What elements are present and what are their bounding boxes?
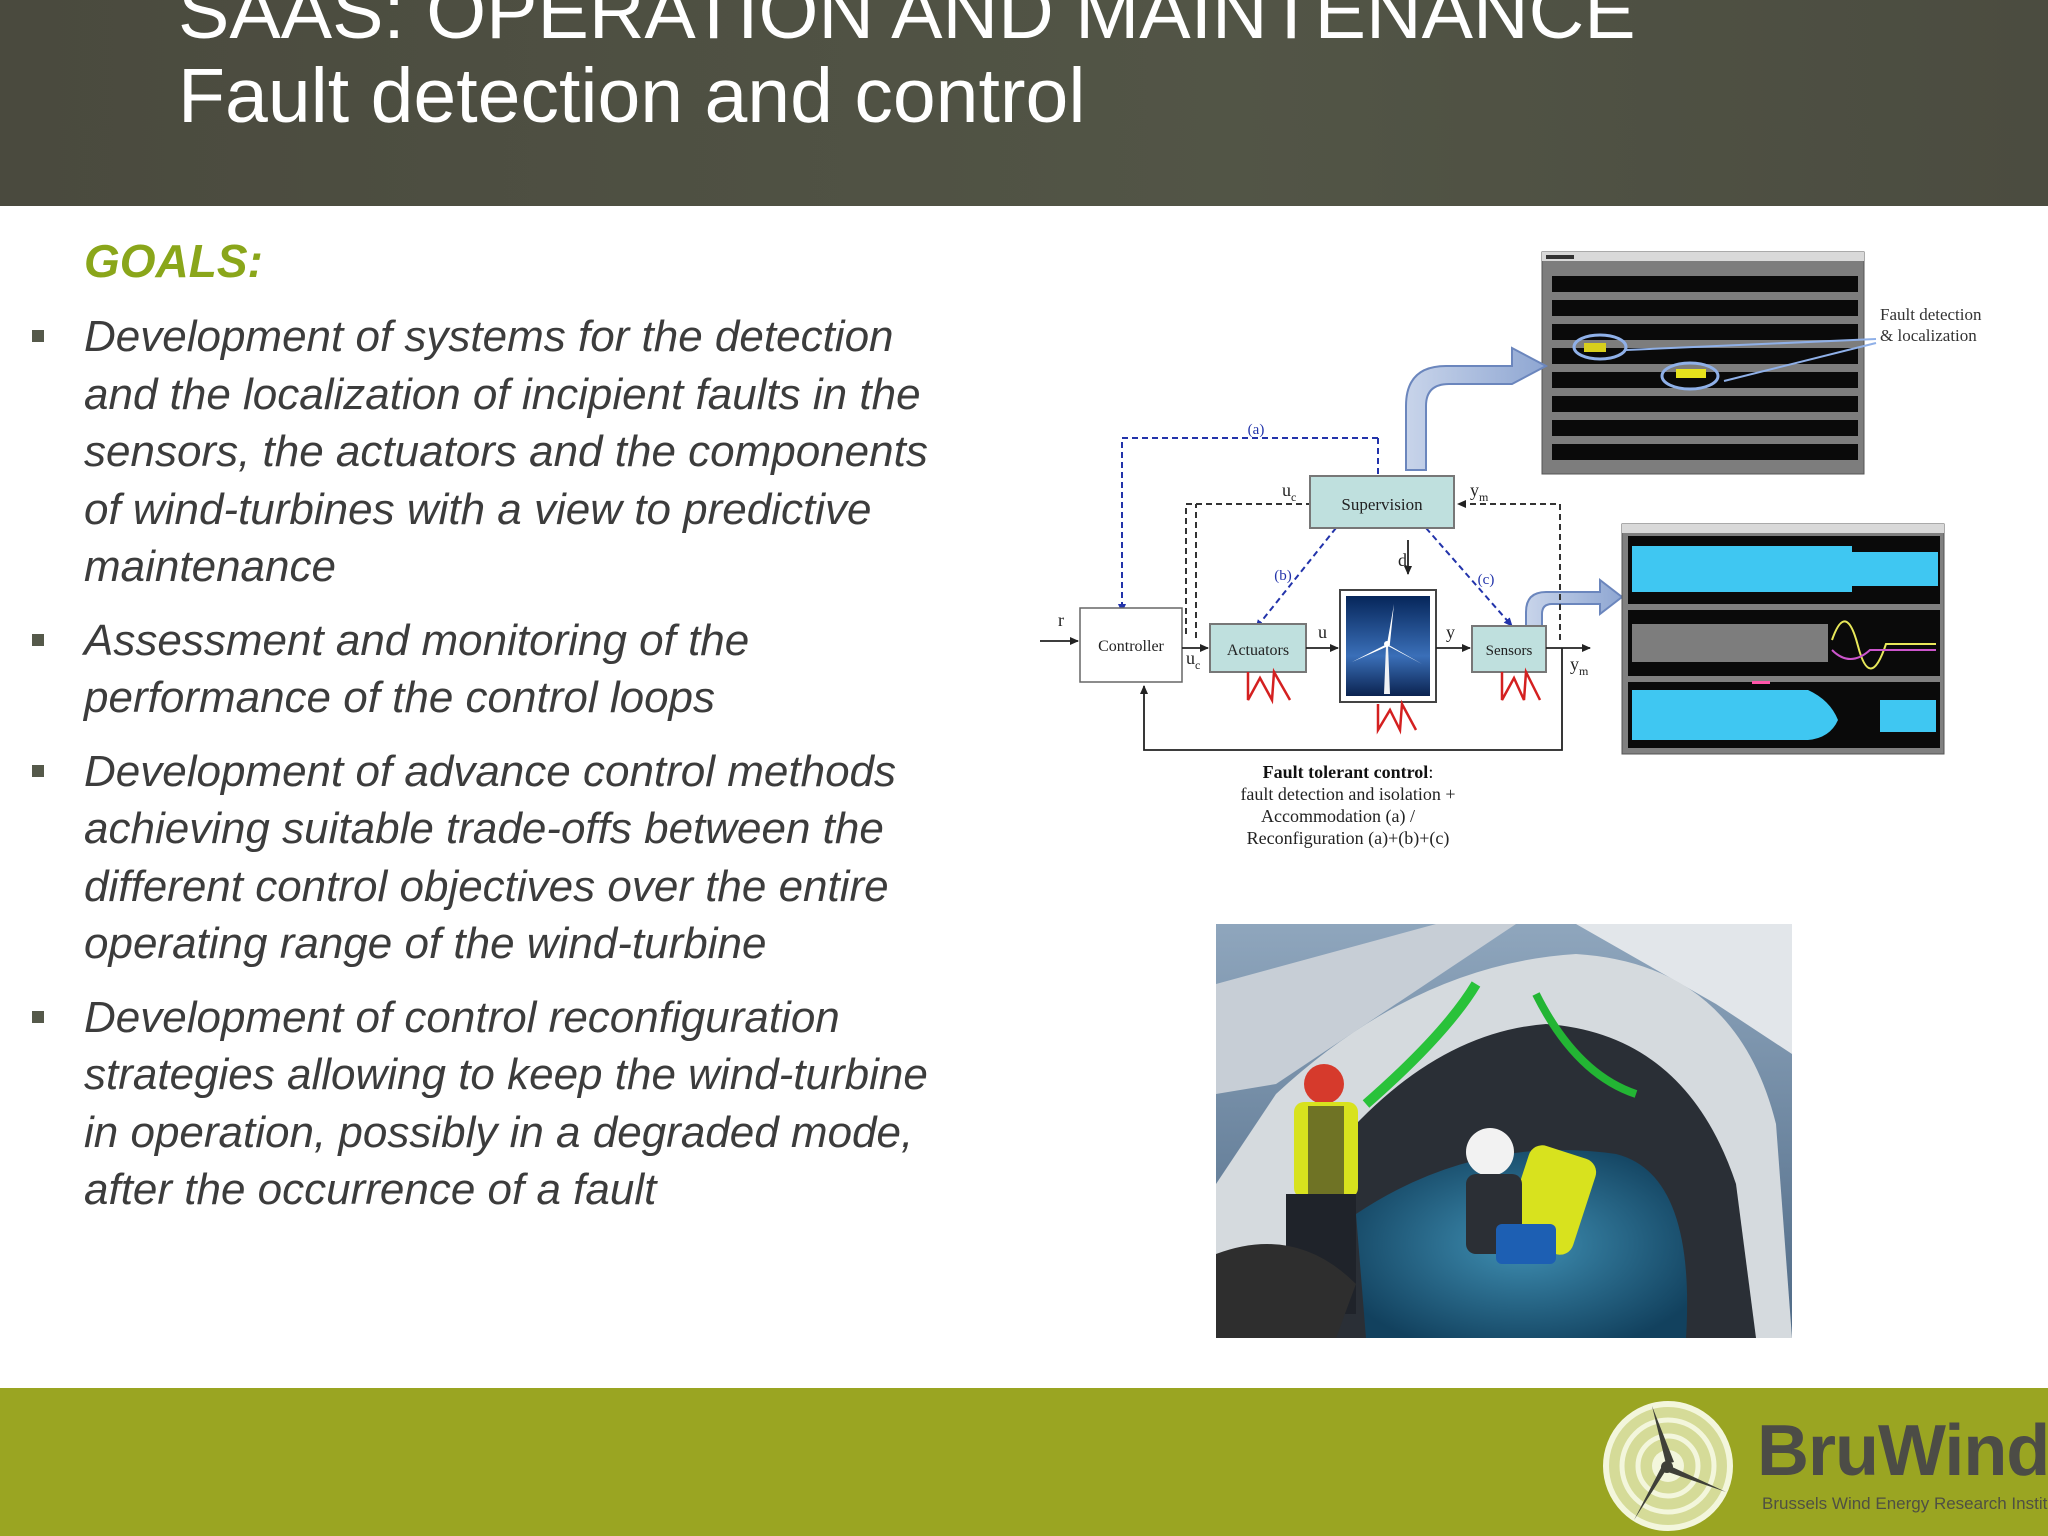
- controller-block: [1079, 607, 1183, 683]
- signal-y-label: y: [1446, 622, 1455, 642]
- goal-item: Development of advance control methods a…: [28, 743, 958, 973]
- goal-item: Assessment and monitoring of the perform…: [28, 612, 958, 727]
- actuator-fault-icon: [1246, 667, 1292, 705]
- goal-text: Development of systems for the detection…: [84, 312, 928, 591]
- goal-text: Assessment and monitoring of the perform…: [84, 615, 750, 723]
- path-c-label: (c): [1478, 572, 1495, 588]
- path-b-label: (b): [1274, 568, 1292, 584]
- goals-heading: GOALS:: [84, 235, 263, 287]
- fault-detection-screenshot: [1541, 251, 1877, 475]
- fault-annotation-line2: & localization: [1880, 326, 1977, 345]
- actuators-label: Actuators: [1227, 642, 1289, 659]
- sensor-fault-icon: [1500, 667, 1542, 701]
- logo-tagline: Brussels Wind Energy Research Institute: [1762, 1494, 2048, 1513]
- path-a-label: (a): [1248, 422, 1265, 438]
- signal-ym-bottom-label: ym: [1570, 654, 1589, 678]
- bullet-square-icon: [32, 764, 44, 777]
- bruwind-logo: BruWind Brussels Wind Energy Research In…: [1600, 1396, 2048, 1532]
- sensors-block: [1471, 625, 1547, 673]
- signal-uc-top-label: uc: [1282, 480, 1296, 504]
- goals-list: Development of systems for the detection…: [28, 308, 958, 1235]
- diagram-caption-title: Fault tolerant control:: [1263, 762, 1434, 782]
- goal-item: Development of systems for the detection…: [28, 308, 958, 596]
- wind-turbine-icon: [1352, 604, 1422, 694]
- controller-label: Controller: [1098, 638, 1164, 655]
- bullet-square-icon: [32, 1010, 44, 1023]
- technicians-nacelle-photo: [1216, 924, 1792, 1338]
- goal-text: Development of advance control methods a…: [84, 746, 897, 969]
- fat-arrow-right-icon: [1525, 577, 1624, 629]
- slide-subtitle: Fault detection and control: [178, 53, 1086, 139]
- goal-text: Development of control reconfiguration s…: [84, 992, 928, 1215]
- diagram-caption-line2: fault detection and isolation +: [1240, 784, 1455, 804]
- signal-uc-bottom-label: uc: [1186, 648, 1200, 672]
- fault-annotation-line1: Fault detection: [1880, 305, 1982, 324]
- signal-d-label: d: [1398, 550, 1407, 570]
- fault-tolerant-control-diagram: Fault detection & localization Supervisi…: [1040, 251, 1982, 849]
- signal-r-label: r: [1058, 610, 1064, 630]
- title-bar: SAAS: OPERATION AND MAINTENANCE Fault de…: [0, 0, 2048, 206]
- bruwind-turbine-logo-icon: [1603, 1401, 1733, 1531]
- goal-item: Development of control reconfiguration s…: [28, 989, 958, 1219]
- signal-u-label: u: [1318, 622, 1327, 642]
- signal-ym-top-label: ym: [1470, 480, 1489, 504]
- supervision-block: [1309, 475, 1455, 529]
- slide-title: SAAS: OPERATION AND MAINTENANCE: [178, 0, 1636, 55]
- supervision-label: Supervision: [1341, 495, 1423, 514]
- turbine-fault-icon: [1376, 699, 1418, 735]
- signal-monitor-screenshot: [1621, 523, 1945, 755]
- bullet-square-icon: [32, 633, 44, 646]
- diagram-caption-line3: Accommodation (a) /: [1261, 806, 1415, 827]
- sensors-label: Sensors: [1486, 643, 1533, 659]
- logo-wordmark: BruWind: [1757, 1411, 2048, 1491]
- bullet-square-icon: [32, 330, 44, 342]
- diagram-caption-line4: Reconfiguration (a)+(b)+(c): [1247, 828, 1450, 849]
- fat-arrow-up-icon: [1405, 346, 1549, 471]
